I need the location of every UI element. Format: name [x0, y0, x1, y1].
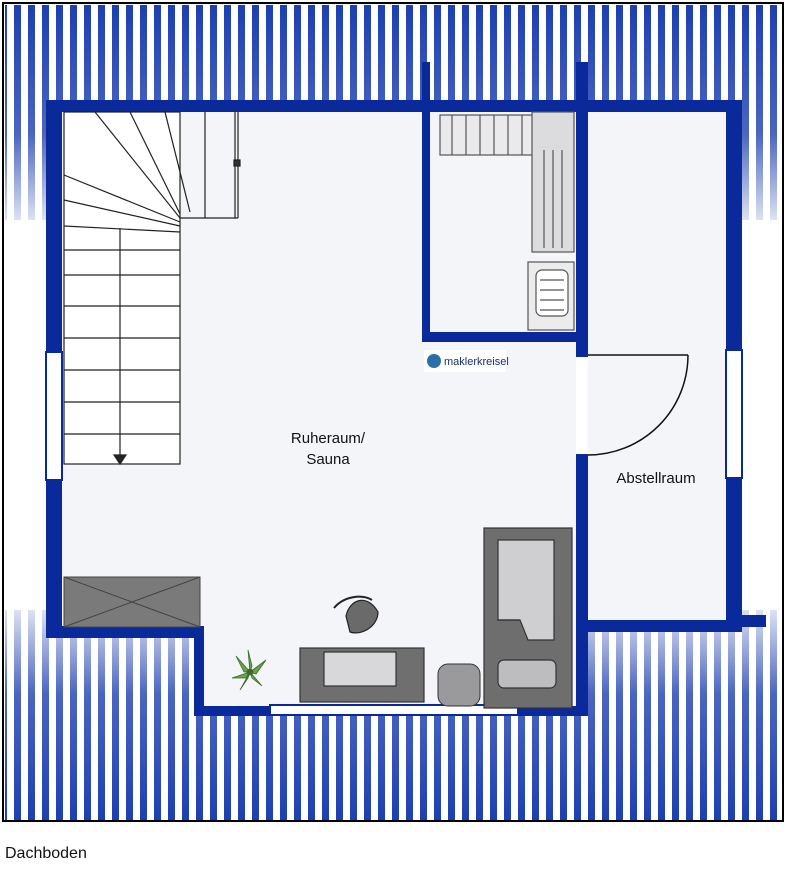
sauna-bench — [439, 111, 575, 331]
lounge-chair — [333, 595, 379, 634]
staircase — [63, 111, 241, 466]
floor-plan: maklerkreisel Ruheraum/ Sauna Abstellrau… — [2, 2, 784, 822]
brand-logo-text: maklerkreisel — [444, 356, 509, 368]
bathtub — [483, 527, 573, 709]
door-swing — [587, 354, 689, 456]
windows — [45, 349, 743, 716]
brand-logo: maklerkreisel — [424, 350, 509, 372]
stool — [437, 663, 481, 707]
room-label-abstellraum: Abstellraum — [616, 470, 695, 487]
storage-cabinet — [63, 576, 201, 628]
plant-icon — [231, 649, 267, 691]
floor-caption: Dachboden — [5, 845, 87, 862]
room-label-sauna: Sauna — [306, 451, 350, 468]
sofa — [299, 647, 425, 703]
room-label-ruheraum: Ruheraum/ — [291, 430, 366, 447]
